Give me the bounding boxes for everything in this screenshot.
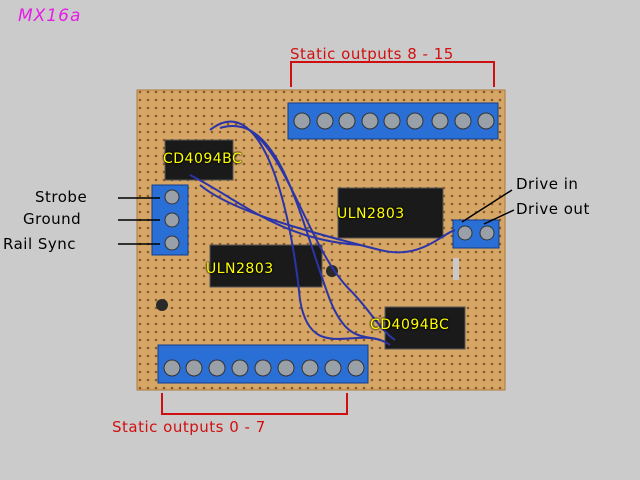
chips [164, 139, 466, 350]
chip-uln2803-right-label: ULN2803 [337, 206, 405, 222]
chip-cd4094-bottom-label: CD4094BC [370, 317, 450, 333]
chip-uln2803-right [337, 187, 444, 239]
chip-uln2803-left [209, 244, 323, 288]
drive-out-label: Drive out [516, 200, 590, 218]
drive-in-label: Drive in [516, 175, 579, 193]
transistor-middle [326, 265, 338, 277]
terminal-block-top [287, 102, 499, 140]
annotation-brackets [161, 61, 495, 415]
board-title: MX16a [18, 6, 82, 26]
chip-cd4094-bottom [384, 306, 466, 350]
static-outputs-bottom-label: Static outputs 0 - 7 [112, 418, 266, 436]
chip-uln2803-left-label: ULN2803 [206, 261, 274, 277]
chip-cd4094-top [164, 139, 234, 181]
annotation-pointers [118, 189, 515, 245]
terminal-block-right [452, 219, 500, 249]
static-outputs-top-label: Static outputs 8 - 15 [290, 45, 454, 63]
transistor-left [156, 299, 168, 311]
rail-sync-label: Rail Sync [3, 235, 77, 253]
wires [189, 120, 456, 346]
chip-cd4094-top-label: CD4094BC [163, 151, 243, 167]
terminal-block-bottom [157, 344, 369, 384]
strobe-label: Strobe [35, 188, 88, 206]
resistor [453, 258, 459, 280]
components [156, 258, 459, 311]
ground-label: Ground [23, 210, 82, 228]
